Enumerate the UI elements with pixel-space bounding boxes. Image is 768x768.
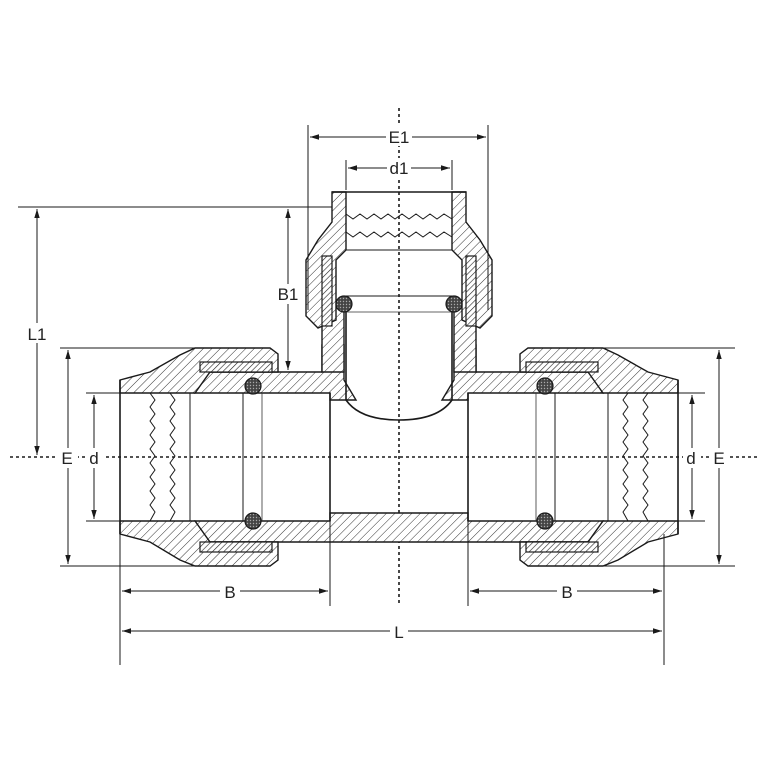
left-grip-teeth [149, 392, 156, 522]
top-nut [305, 191, 493, 329]
label-E-right: E [713, 449, 724, 468]
label-L: L [394, 623, 403, 642]
label-B1: B1 [278, 285, 299, 304]
branch-bore-curve [345, 399, 453, 421]
right-grip-teeth [642, 392, 649, 522]
right-nut [519, 347, 679, 567]
label-B-right: B [561, 583, 572, 602]
extension-lines [18, 125, 735, 665]
label-d1: d1 [390, 159, 409, 178]
label-E-left: E [61, 449, 72, 468]
right-oring-bottom [536, 512, 554, 530]
label-d-right: d [686, 449, 695, 468]
left-oring-top [244, 377, 262, 395]
label-E1: E1 [389, 128, 410, 147]
left-oring-bottom [244, 512, 262, 530]
top-thread-left [321, 255, 333, 327]
right-nut-bottom [519, 520, 679, 567]
top-grip-teeth [345, 213, 453, 220]
right-thread-bottom [525, 541, 599, 553]
left-nut-bottom [119, 520, 279, 567]
right-oring-top [536, 377, 554, 395]
right-thread-top [525, 361, 599, 373]
top-oring-right [445, 295, 463, 313]
label-d-left: d [89, 449, 98, 468]
label-L1: L1 [28, 325, 47, 344]
left-nut [119, 347, 279, 567]
top-oring-left [335, 295, 353, 313]
top-grip-teeth-2 [345, 231, 453, 238]
left-grip-teeth-2 [169, 392, 176, 522]
dimension-labels: E1 d1 L1 B1 E d d E B B L [23, 126, 729, 642]
label-B-left: B [224, 583, 235, 602]
top-thread-right [465, 255, 477, 327]
left-thread-bottom [199, 541, 273, 553]
right-grip-teeth-2 [622, 392, 629, 522]
left-thread-top [199, 361, 273, 373]
